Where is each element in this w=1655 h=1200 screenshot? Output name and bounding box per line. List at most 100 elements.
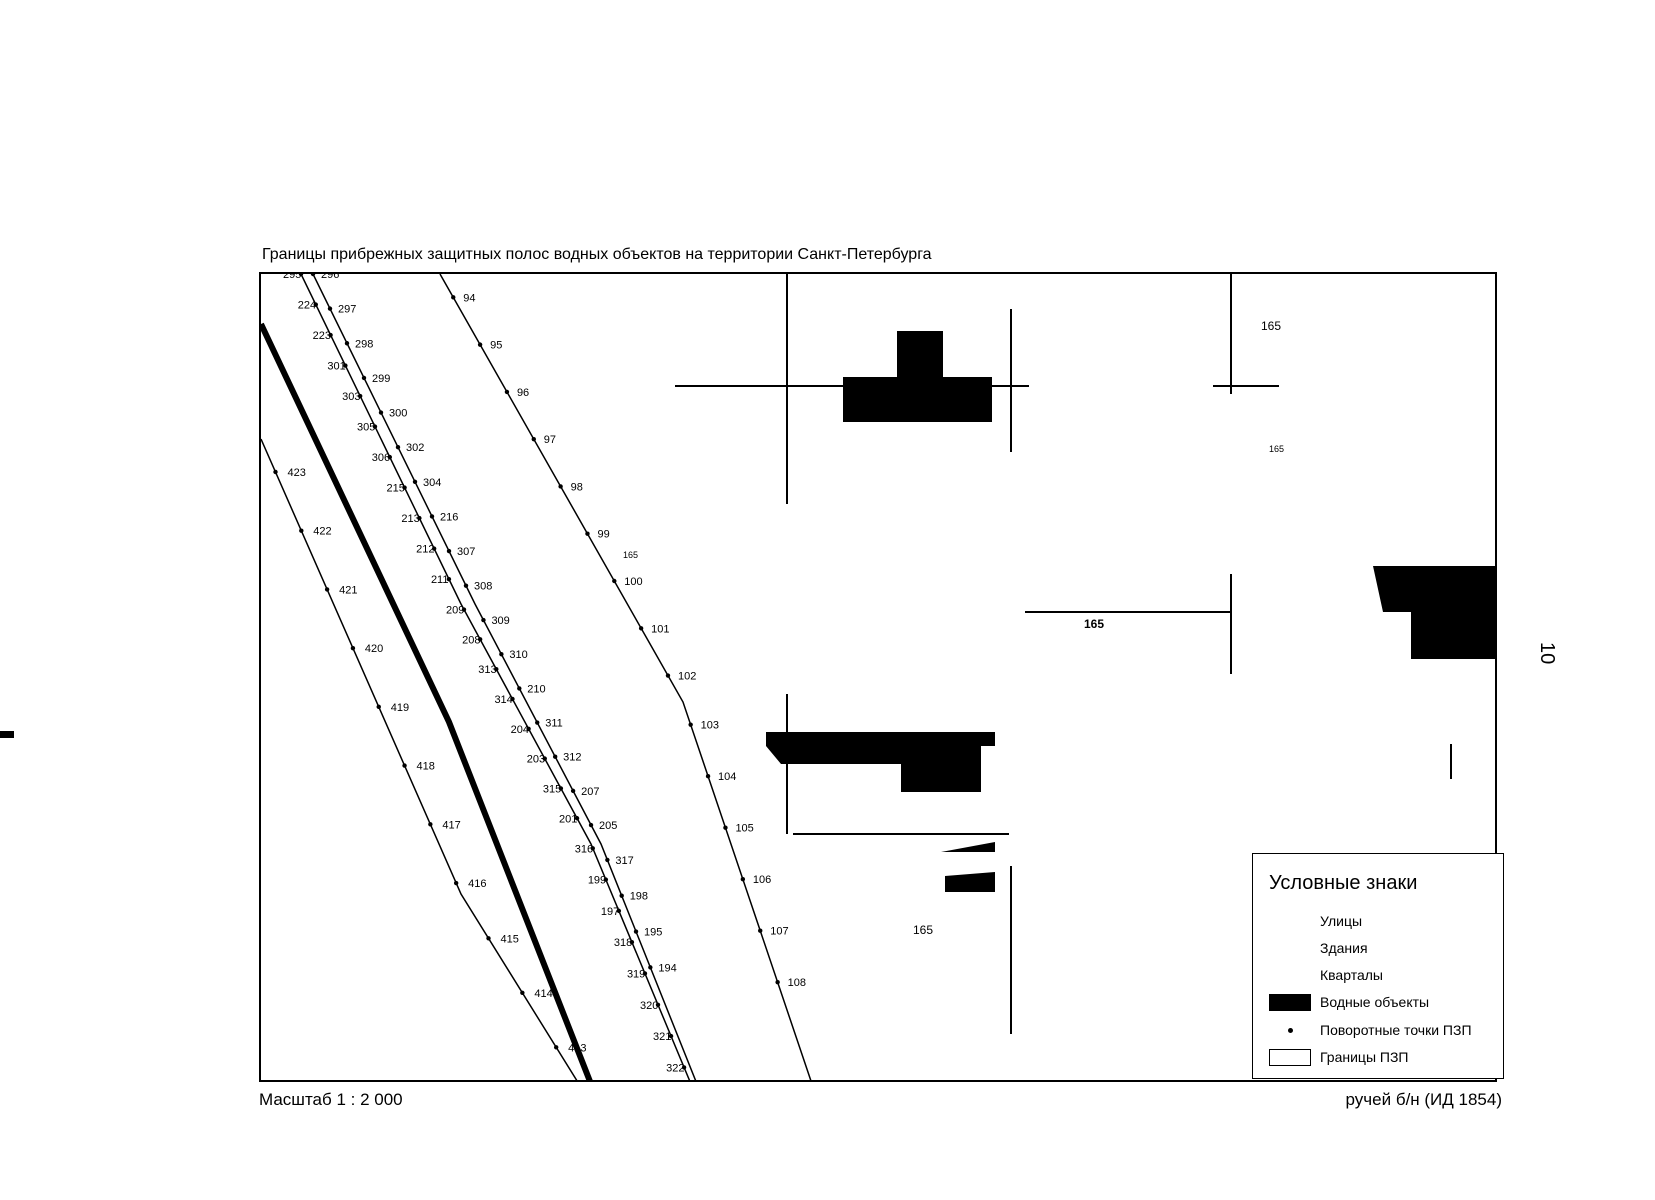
- turning-point: [387, 454, 392, 460]
- turning-point-label: 97: [544, 434, 556, 446]
- turning-points: [273, 274, 780, 1070]
- water-symbol-icon: [1269, 994, 1311, 1011]
- turning-point: [328, 332, 333, 338]
- boundary-symbol-icon: [1269, 1049, 1311, 1066]
- turning-point-label: 224: [298, 300, 316, 312]
- turning-point-label: 102: [678, 671, 696, 683]
- pzp-boundaries: [261, 274, 812, 1080]
- turning-point: [619, 893, 624, 898]
- street-lines: [675, 274, 1452, 1034]
- legend-item-boundaries: Границы ПЗП: [1253, 1047, 1503, 1069]
- block-symbol-icon: [1269, 967, 1311, 984]
- turning-point-label: 421: [339, 584, 357, 596]
- turning-point-label: 417: [442, 819, 460, 831]
- turning-point-label: 297: [338, 304, 356, 316]
- turning-point: [395, 444, 401, 450]
- turning-point: [520, 990, 525, 995]
- turning-point-label: 212: [416, 544, 434, 556]
- turning-point-label: 418: [417, 761, 435, 773]
- turning-point: [616, 908, 622, 914]
- turning-point-label: 413: [568, 1042, 586, 1054]
- turning-point: [299, 528, 304, 533]
- turning-point-label: 317: [615, 855, 633, 867]
- turning-point: [688, 722, 693, 727]
- turning-point-label: 319: [627, 968, 645, 980]
- turning-point-label: 302: [406, 442, 424, 454]
- turning-point: [494, 666, 499, 672]
- turning-point-label: 313: [478, 664, 496, 676]
- turning-point-label: 305: [357, 422, 375, 434]
- legend-label: Кварталы: [1320, 967, 1383, 983]
- block-label: 165: [1269, 444, 1284, 454]
- turning-point-label: 295: [283, 274, 301, 281]
- turning-point: [372, 424, 378, 429]
- turning-point: [590, 846, 595, 851]
- turning-point: [740, 876, 746, 882]
- turning-point-label: 420: [365, 643, 383, 655]
- turning-point-label: 299: [372, 373, 390, 385]
- turning-point-label: 100: [624, 576, 642, 588]
- turning-point-label: 101: [651, 623, 669, 635]
- turning-point-label: 201: [559, 813, 577, 825]
- turning-point-label: 423: [288, 467, 306, 479]
- legend-label: Водные объекты: [1320, 994, 1430, 1010]
- turning-point-label: 303: [342, 391, 360, 403]
- turning-point: [376, 704, 381, 710]
- turning-point-label: 209: [446, 605, 464, 617]
- turning-point: [504, 389, 510, 395]
- turning-point: [655, 1002, 661, 1007]
- block-label: 165: [623, 550, 638, 560]
- legend-title: Условные знаки: [1269, 872, 1418, 894]
- turning-point-label: 204: [511, 724, 529, 736]
- turning-point-label: 211: [431, 574, 449, 586]
- turning-point-label: 416: [468, 878, 486, 890]
- turning-point: [446, 576, 452, 582]
- turning-point: [638, 626, 644, 631]
- turning-point: [681, 1065, 687, 1070]
- legend-label: Улицы: [1320, 913, 1363, 929]
- water-object: [945, 872, 995, 892]
- turning-point-label: 215: [387, 483, 405, 495]
- turning-point-label: 309: [491, 615, 509, 627]
- turning-point-label: 316: [575, 843, 593, 855]
- turning-point: [357, 393, 363, 399]
- turning-point-label: 320: [640, 1000, 658, 1012]
- turning-point: [574, 816, 580, 821]
- turning-point: [553, 1045, 559, 1050]
- turning-point-label: 314: [494, 694, 512, 706]
- turning-point: [310, 274, 316, 277]
- building-symbol-icon: [1269, 940, 1311, 957]
- turning-point: [344, 341, 350, 346]
- street-symbol-icon: [1269, 913, 1311, 930]
- block-label: 165: [1084, 617, 1104, 631]
- margin-mark: [0, 731, 14, 738]
- turning-point: [481, 617, 486, 623]
- map-legend: Условные знаки Улицы Здания Кварталы Вод…: [1252, 853, 1504, 1079]
- turning-point: [446, 548, 452, 554]
- turning-point: [552, 754, 558, 759]
- turning-point: [429, 514, 435, 519]
- turning-point-label: 307: [457, 546, 475, 558]
- legend-item-water: Водные объекты: [1253, 992, 1503, 1014]
- turning-point: [629, 939, 635, 945]
- turning-point-label: 205: [599, 820, 617, 832]
- turning-point: [642, 971, 648, 976]
- boundary-line-left: [300, 274, 691, 1080]
- turning-point-label: 322: [666, 1062, 684, 1074]
- turning-point-label: 104: [718, 771, 736, 783]
- turning-point: [477, 342, 483, 347]
- turning-point: [603, 877, 609, 882]
- turning-point: [378, 410, 384, 415]
- turning-point-label: 414: [534, 988, 552, 1000]
- turning-point: [612, 578, 617, 584]
- map-canvas: 4234224214204194184174164154144132952242…: [261, 274, 1495, 1080]
- block-labels: 165 165 165 165 165: [623, 319, 1284, 937]
- turning-point: [451, 295, 456, 300]
- turning-point-label: 419: [391, 702, 409, 714]
- turning-point-label: 207: [581, 786, 599, 798]
- turning-point-label: 96: [517, 387, 529, 399]
- turning-point-label: 94: [463, 292, 475, 304]
- legend-label: Здания: [1320, 940, 1368, 956]
- turning-point: [313, 302, 318, 307]
